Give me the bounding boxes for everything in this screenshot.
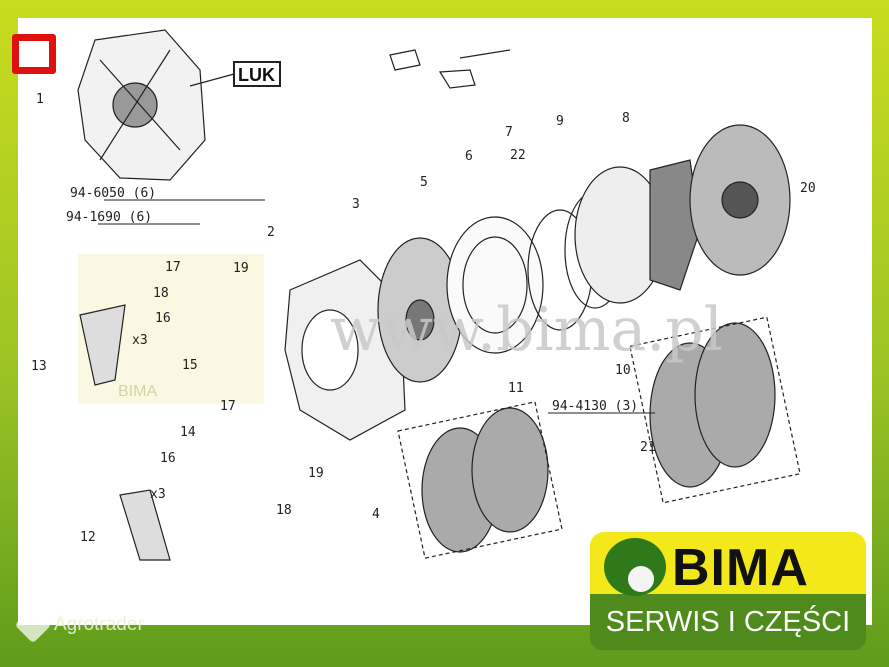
part-label: 1 (36, 92, 44, 107)
intermediate-plate (446, 216, 544, 354)
hardware-nut: 94-6050 (6) (70, 186, 156, 201)
bima-logo: BIMA SERWIS I CZĘŚCI (590, 532, 866, 652)
part-label: 12 (80, 530, 96, 545)
part-label: 7 (505, 125, 513, 140)
qty-x3: x3 (150, 487, 166, 502)
part-label: 19 (233, 261, 249, 276)
pressure-plate-assembly (77, 29, 206, 181)
part-label: 10 (615, 363, 631, 378)
direction-arrows (389, 49, 511, 89)
inset-watermark: BIMA (118, 383, 157, 400)
hardware-bolt: 94-1690 (6) (66, 210, 152, 225)
qty-x3: x3 (132, 333, 148, 348)
logo-ball-icon (604, 538, 666, 596)
part-label: 9 (556, 114, 564, 129)
lever-13 (79, 304, 126, 386)
lever-12 (119, 489, 171, 561)
disc-8 (649, 159, 701, 291)
part-label: 17 (220, 399, 236, 414)
agrotrader-watermark: Agrotrader (14, 606, 144, 644)
part-label: 18 (153, 286, 169, 301)
part-label: 19 (308, 466, 324, 481)
brand-label: LUK (238, 65, 275, 85)
agrotrader-icon (14, 606, 52, 644)
watermark: www.bima.pl (330, 295, 723, 365)
part-label: 18 (276, 503, 292, 518)
part-label: 4 (372, 507, 380, 522)
part-label: 14 (180, 425, 196, 440)
part-label: 13 (31, 359, 47, 374)
part-label: 15 (182, 358, 198, 373)
lining-4b (471, 407, 549, 533)
part-label: 22 (510, 148, 526, 163)
part-label: 11 (508, 381, 524, 396)
part-label: 6 (465, 149, 473, 164)
part-label: 2 (267, 225, 275, 240)
part-label: 17 (165, 260, 181, 275)
logo-name: BIMA (672, 539, 809, 597)
part-label: 20 (800, 181, 816, 196)
logo-tagline: SERWIS I CZĘŚCI (605, 606, 851, 638)
hardware-pin: 94-4130 (3) (552, 399, 638, 414)
part-label: 21 (640, 440, 656, 455)
part-label: 3 (352, 197, 360, 212)
part-label: 16 (155, 311, 171, 326)
part-1-highlight (12, 34, 56, 74)
lining-21b (694, 322, 776, 468)
part-label: 8 (622, 111, 630, 126)
agrotrader-text: Agrotrader (54, 614, 144, 635)
part-label: 16 (160, 451, 176, 466)
part-label: 5 (420, 175, 428, 190)
